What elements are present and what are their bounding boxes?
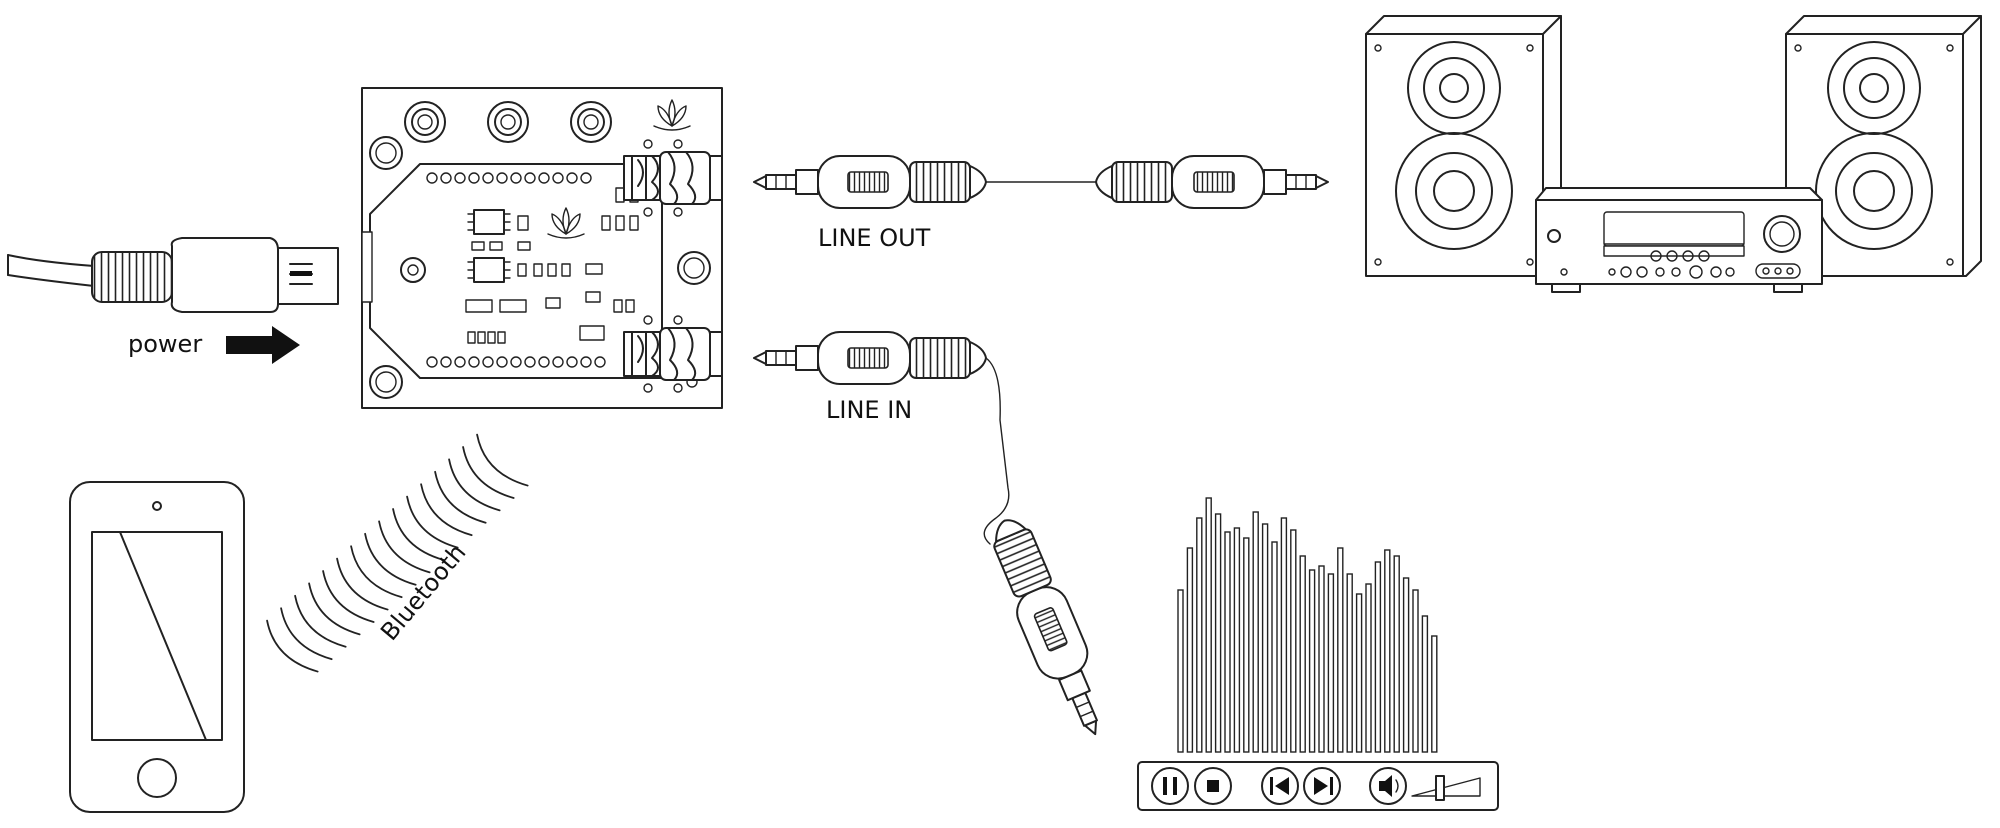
stop-icon[interactable] (1194, 767, 1232, 805)
equalizer-bar (1196, 517, 1203, 753)
line-in-cable (983, 357, 1010, 545)
line-in-label: LINE IN (826, 396, 912, 424)
amplifier-receiver-icon (1535, 187, 1823, 293)
bluetooth-wave-arc (350, 545, 403, 599)
equalizer-bar (1261, 523, 1269, 753)
equalizer-bar (1299, 555, 1306, 753)
knob (487, 101, 529, 143)
previous-track-icon[interactable] (1261, 767, 1299, 805)
equalizer-bar (1384, 549, 1391, 753)
equalizer-bar (1280, 517, 1288, 753)
audio-jack-plug-icon (753, 155, 987, 209)
equalizer-bar (1318, 565, 1325, 753)
equalizer-bar (1365, 583, 1372, 753)
media-controls-panel (1137, 761, 1499, 811)
bluetooth-wave-arc (420, 483, 473, 537)
equalizer-bar (1374, 561, 1382, 753)
equalizer-bar (1412, 589, 1419, 753)
equalizer-bar (1308, 569, 1316, 753)
bluetooth-wave-arc (294, 594, 347, 648)
bluetooth-wave-arc (476, 433, 529, 487)
bluetooth-wave-arc (266, 619, 319, 673)
equalizer-bar (1355, 593, 1363, 753)
bluetooth-wave-arc (336, 557, 389, 611)
bluetooth-wave-arc (406, 495, 459, 549)
equalizer-bar (1214, 513, 1222, 753)
equalizer-bar (1346, 573, 1353, 753)
equalizer-bar (1327, 573, 1335, 753)
speaker-icon (1365, 15, 1562, 277)
equalizer-bar (1205, 497, 1212, 753)
equalizer-bar (1224, 531, 1231, 753)
audio-jack-plug-icon (979, 509, 1121, 746)
equalizer-bar (1243, 537, 1250, 753)
audio-board-icon (361, 87, 723, 409)
bluetooth-wave-arc (462, 446, 515, 499)
next-track-icon[interactable] (1303, 767, 1341, 805)
power-label: power (128, 330, 202, 358)
bluetooth-wave-arc (378, 520, 431, 574)
bluetooth-wave-arc (434, 470, 487, 524)
equalizer-bars-icon (1177, 497, 1438, 753)
equalizer-bar (1186, 547, 1194, 753)
pin-header (426, 172, 592, 184)
equalizer-bar (1393, 555, 1400, 753)
equalizer-bar (1402, 577, 1410, 753)
usb-cable-icon (7, 237, 339, 313)
line-out-label: LINE OUT (818, 224, 931, 252)
audio-jack-plug-icon (753, 331, 987, 385)
equalizer-bar (1431, 635, 1438, 753)
equalizer-bar (1252, 511, 1259, 753)
bluetooth-wave-arc (392, 508, 445, 561)
bluetooth-wave-arc (322, 570, 375, 623)
audio-jack-plug-icon (1095, 155, 1329, 209)
equalizer-bar (1290, 529, 1297, 753)
pause-icon[interactable] (1151, 767, 1189, 805)
power-arrow-icon (226, 326, 300, 364)
smartphone-icon (69, 481, 245, 813)
bluetooth-wave-arc (364, 532, 417, 586)
bluetooth-wave-arc (308, 582, 361, 636)
volume-slider[interactable] (1411, 775, 1481, 801)
pin-header (426, 356, 606, 368)
knob (570, 101, 612, 143)
equalizer-bar (1421, 615, 1429, 753)
bluetooth-wave-arc (448, 458, 501, 512)
equalizer-bar (1233, 527, 1241, 753)
volume-icon[interactable] (1369, 767, 1407, 805)
bluetooth-wave-arc (280, 607, 333, 661)
knob (404, 101, 446, 143)
bluetooth-waves-icon (266, 433, 529, 673)
equalizer-bar (1271, 541, 1278, 753)
equalizer-bar (1337, 547, 1344, 753)
equalizer-bar (1177, 589, 1184, 753)
